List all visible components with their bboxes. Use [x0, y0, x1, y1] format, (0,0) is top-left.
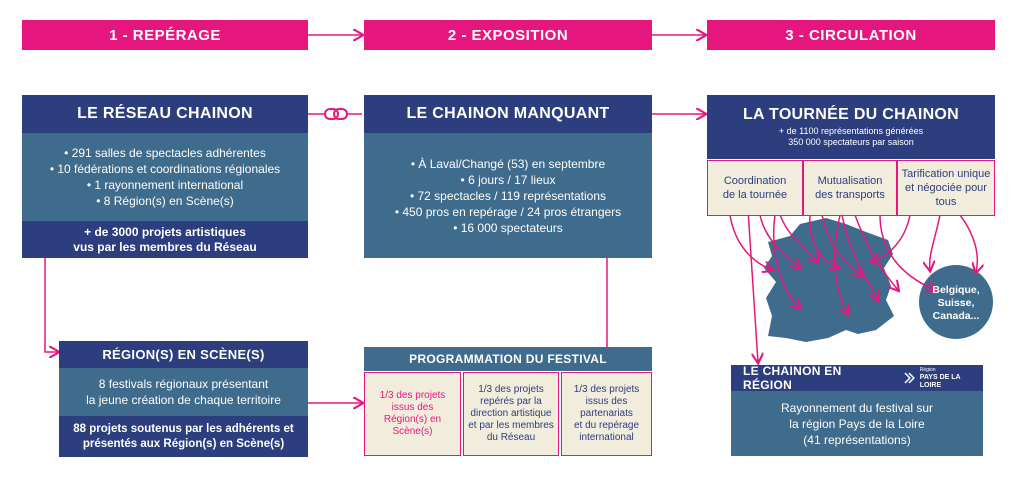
region-box-body: Rayonnement du festival sur la région Pa…	[731, 391, 983, 456]
tournee-sub: + de 1100 représentations générées	[778, 126, 924, 136]
programmation-line: et par les membres	[468, 420, 554, 431]
reseau-body: • 291 salles de spectacles adhérentes • …	[22, 133, 308, 221]
programmation-line: direction artistique	[470, 408, 552, 419]
programmation-line: issus des	[391, 402, 434, 413]
tournee-box-line: des transports	[815, 189, 885, 201]
france-map	[764, 218, 894, 342]
programmation-line: 1/3 des projets	[478, 384, 544, 395]
programmation-title: PROGRAMMATION DU FESTIVAL	[364, 347, 652, 371]
distribution-arrows	[729, 214, 977, 314]
manquant-item: • 6 jours / 17 lieux	[460, 172, 556, 187]
international-label: Belgique, Suisse, Canada...	[919, 280, 993, 326]
tournee-box-tarification: Tarification unique et négociée pour tou…	[897, 160, 995, 216]
manquant-item: • 450 pros en repérage / 24 pros étrange…	[394, 204, 622, 219]
reseau-footer: + de 3000 projets artistiques vus par le…	[22, 221, 308, 258]
programmation-line: issus des	[585, 396, 628, 407]
tournee-title: LA TOURNÉE DU CHAINON	[742, 106, 960, 123]
region-box-header: LE CHAINON EN RÉGION Région PAYS DE LA L…	[731, 364, 983, 392]
manquant-title: LE CHAINON MANQUANT	[364, 95, 652, 133]
manquant-item: • 72 spectacles / 119 représentations	[409, 188, 607, 203]
regions-footer: 88 projets soutenus par les adhérents et…	[59, 416, 308, 457]
logo-text-group: Région PAYS DE LA LOIRE	[920, 366, 983, 390]
phase-exposition: 2 - EXPOSITION	[364, 20, 652, 50]
reseau-footer-line: vus par les membres du Réseau	[73, 239, 257, 254]
programmation-line: du Réseau	[486, 432, 536, 443]
chain-link-icon	[324, 108, 348, 120]
regions-line: la jeune création de chaque territoire	[86, 393, 281, 407]
tournee-box-coordination: Coordination de la tournée	[707, 160, 803, 216]
reseau-title: LE RÉSEAU CHAINON	[22, 95, 308, 133]
reseau-footer-line: + de 3000 projets artistiques	[84, 224, 246, 239]
programmation-line: international	[579, 432, 634, 443]
programmation-line: repérés par la	[480, 396, 542, 407]
reseau-item: • 1 rayonnement international	[86, 178, 244, 192]
tournee-box-line: Mutualisation	[817, 175, 883, 187]
regions-footer-line: présentés aux Région(s) en Scène(s)	[82, 437, 285, 450]
programmation-box-partenariats: 1/3 des projets issus des partenariats e…	[561, 372, 652, 456]
tournee-box-line: de la tournée	[722, 189, 788, 201]
logo-text: PAYS DE LA LOIRE	[919, 374, 961, 389]
programmation-line: partenariats	[580, 408, 633, 419]
chevron-logo-icon	[904, 372, 915, 384]
tournee-box-line: et négociée pour tous	[905, 182, 987, 208]
reseau-item: • 291 salles de spectacles adhérentes	[64, 146, 266, 160]
tournee-sub: 350 000 spectateurs par saison	[788, 137, 914, 147]
international-line: Suisse,	[937, 296, 975, 309]
programmation-box-regions: 1/3 des projets issus des Région(s) en S…	[364, 372, 461, 456]
region-box-title: LE CHAINON EN RÉGION	[743, 364, 842, 392]
region-box-line: la région Pays de la Loire	[789, 416, 925, 431]
reseau-item: • 10 fédérations et coordinations région…	[49, 162, 281, 176]
reseau-item: • 8 Région(s) en Scène(s)	[96, 194, 234, 208]
international-line: Canada...	[932, 309, 980, 322]
programmation-line: et du repérage	[573, 420, 640, 431]
programmation-line: 1/3 des projets	[573, 384, 640, 395]
logo-small-text: Région	[919, 367, 936, 373]
tournee-box-line: Coordination	[723, 175, 787, 187]
tournee-box-line: Tarification unique	[901, 168, 991, 180]
region-box-line: Rayonnement du festival sur	[780, 400, 934, 415]
arrow-tournee-region	[747, 209, 758, 362]
regions-footer-line: 88 projets soutenus par les adhérents et	[73, 422, 294, 435]
regions-body: 8 festivals régionaux présentant la jeun…	[59, 368, 308, 416]
manquant-body: • À Laval/Changé (53) en septembre • 6 j…	[364, 133, 652, 258]
programmation-line: 1/3 des projets	[379, 390, 446, 401]
manquant-item: • À Laval/Changé (53) en septembre	[410, 156, 606, 171]
programmation-box-direction: 1/3 des projets repérés par la direction…	[463, 372, 559, 456]
tournee-header: LA TOURNÉE DU CHAINON + de 1100 représen…	[707, 95, 995, 159]
region-box-line: (41 représentations)	[803, 432, 911, 447]
phase-circulation: 3 - CIRCULATION	[707, 20, 995, 50]
arrow-reseau-regions	[44, 258, 58, 352]
phase-reperage: 1 - REPÉRAGE	[22, 20, 308, 50]
international-line: Belgique,	[932, 283, 980, 296]
regions-title: RÉGION(S) EN SCÈNE(S)	[59, 341, 308, 368]
tournee-box-mutualisation: Mutualisation des transports	[803, 160, 897, 216]
regions-line: 8 festivals régionaux présentant	[98, 377, 269, 391]
pays-de-la-loire-logo: Région PAYS DE LA LOIRE	[903, 366, 983, 390]
manquant-item: • 16 000 spectateurs	[453, 220, 563, 235]
programmation-line: Région(s) en Scène(s)	[383, 414, 442, 437]
